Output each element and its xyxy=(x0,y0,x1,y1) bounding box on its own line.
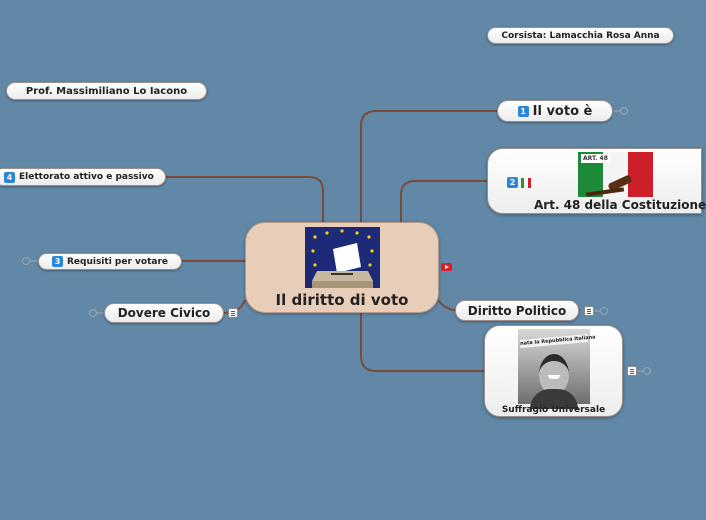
note-icon[interactable] xyxy=(228,308,238,318)
note-icon[interactable] xyxy=(627,366,637,376)
node-art48-label: Art. 48 della Costituzione xyxy=(534,198,706,212)
collapse-toggle-icon[interactable] xyxy=(620,107,628,115)
note-icon[interactable] xyxy=(584,306,594,316)
ballot-box-image xyxy=(305,227,380,288)
node-diritto-politico[interactable]: Diritto Politico xyxy=(455,300,579,321)
node-il-voto[interactable]: 1 Il voto è xyxy=(497,100,613,122)
node-il-voto-label: Il voto è xyxy=(532,103,593,119)
central-title: Il diritto di voto xyxy=(275,291,409,309)
central-node[interactable]: Il diritto di voto xyxy=(245,222,439,313)
node-requisiti[interactable]: 3 Requisiti per votare xyxy=(38,253,182,270)
author-label[interactable]: Corsista: Lamacchia Rosa Anna xyxy=(487,27,674,44)
collapse-toggle-icon[interactable] xyxy=(22,257,30,265)
newspaper-headline: nata la Repubblica Italiana xyxy=(519,334,596,348)
art48-image-text: ART. 48 xyxy=(581,154,610,163)
italian-flag-icon xyxy=(521,178,531,188)
node-dovere-civico[interactable]: Dovere Civico xyxy=(104,303,224,323)
node-suffragio-label: Suffragio Universale xyxy=(501,405,606,415)
number-one-icon: 1 xyxy=(517,105,529,117)
suffragio-photo: nata la Repubblica Italiana xyxy=(518,329,596,409)
professor-label[interactable]: Prof. Massimiliano Lo Iacono xyxy=(6,82,207,100)
video-icon[interactable] xyxy=(441,263,452,271)
node-suffragio-universale[interactable]: nata la Repubblica Italiana Suffragio Un… xyxy=(484,325,623,417)
collapse-toggle-icon[interactable] xyxy=(643,367,651,375)
number-three-icon: 3 xyxy=(51,256,63,267)
number-four-icon: 4 xyxy=(4,171,15,183)
node-elettorato[interactable]: 4 Elettorato attivo e passivo xyxy=(0,168,166,186)
art48-image: ART. 48 xyxy=(578,152,653,197)
collapse-toggle-icon[interactable] xyxy=(89,309,97,317)
node-art48[interactable]: 2 ART. 48 Art. 48 della Costituzione xyxy=(487,148,706,214)
collapse-toggle-icon[interactable] xyxy=(600,307,608,315)
node-elettorato-label: Elettorato attivo e passivo xyxy=(19,172,154,182)
node-requisiti-label: Requisiti per votare xyxy=(66,256,169,267)
number-two-icon: 2 xyxy=(507,177,518,188)
